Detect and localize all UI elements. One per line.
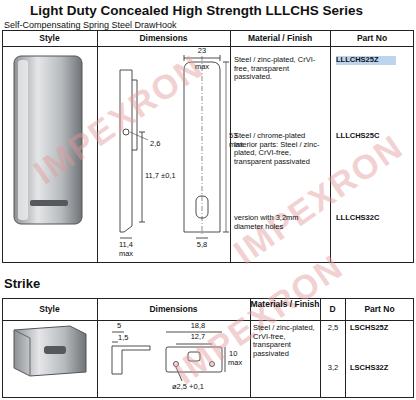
dimension: max bbox=[228, 359, 248, 368]
dimension: 1,5 bbox=[118, 334, 136, 343]
part-number: LSCHS32Z bbox=[350, 364, 412, 373]
dimension: 5 bbox=[112, 322, 126, 331]
table-header: Dimensions bbox=[97, 34, 230, 44]
dimension: 18,8 bbox=[184, 322, 212, 331]
watermark: IMPEXRON bbox=[167, 247, 351, 392]
table-grid bbox=[3, 31, 414, 398]
table-header: D bbox=[320, 305, 345, 315]
table-cell: Steel / chrome-plated Interior parts: St… bbox=[234, 132, 328, 167]
table-cell: 3,2 bbox=[322, 364, 344, 373]
table-header: Style bbox=[2, 305, 97, 315]
table-cell: version with 3,2mm diameter holes bbox=[234, 214, 328, 231]
dimension: 5,8 bbox=[190, 241, 214, 250]
table-cell: Steel / zinc-plated, CrVI-free, transpar… bbox=[234, 56, 328, 82]
dimension: 10 bbox=[229, 350, 247, 359]
dimension: max bbox=[190, 63, 214, 72]
dimension: 12,7 bbox=[184, 333, 212, 342]
subtitle: Self-Compensating Spring Steel DrawHook bbox=[4, 20, 304, 30]
strike-photo bbox=[14, 326, 86, 376]
dimension: 11,4 bbox=[108, 241, 144, 250]
part-number: LLLCHS25Z bbox=[336, 56, 396, 65]
section-heading: Strike bbox=[4, 277, 94, 292]
table-header: Material / Finish bbox=[230, 34, 330, 44]
dimension: ø2,5 +0,1 bbox=[172, 383, 222, 392]
table-cell: Steel / zinc-plated, CrVI-free, transpar… bbox=[253, 324, 319, 359]
dimension: 11,7 ±0,1 bbox=[145, 172, 181, 181]
dimension: max bbox=[108, 250, 144, 259]
table-header: Style bbox=[2, 34, 97, 44]
table-header: Part No bbox=[330, 34, 414, 44]
part-number: LLLCHS32C bbox=[336, 214, 396, 223]
table-header: Dimensions bbox=[97, 305, 250, 315]
dimension: 2,6 bbox=[150, 140, 170, 149]
table-cell: 2,5 bbox=[322, 324, 344, 333]
table-header: Materials / Finish bbox=[250, 300, 320, 310]
part-number: LLLCHS25C bbox=[336, 132, 396, 141]
page-title: Light Duty Concealed High Strength LLLCH… bbox=[30, 3, 414, 19]
dimension: 23 bbox=[190, 47, 214, 56]
part-number: LSCHS25Z bbox=[350, 324, 412, 333]
table-header: Part No bbox=[345, 305, 414, 315]
